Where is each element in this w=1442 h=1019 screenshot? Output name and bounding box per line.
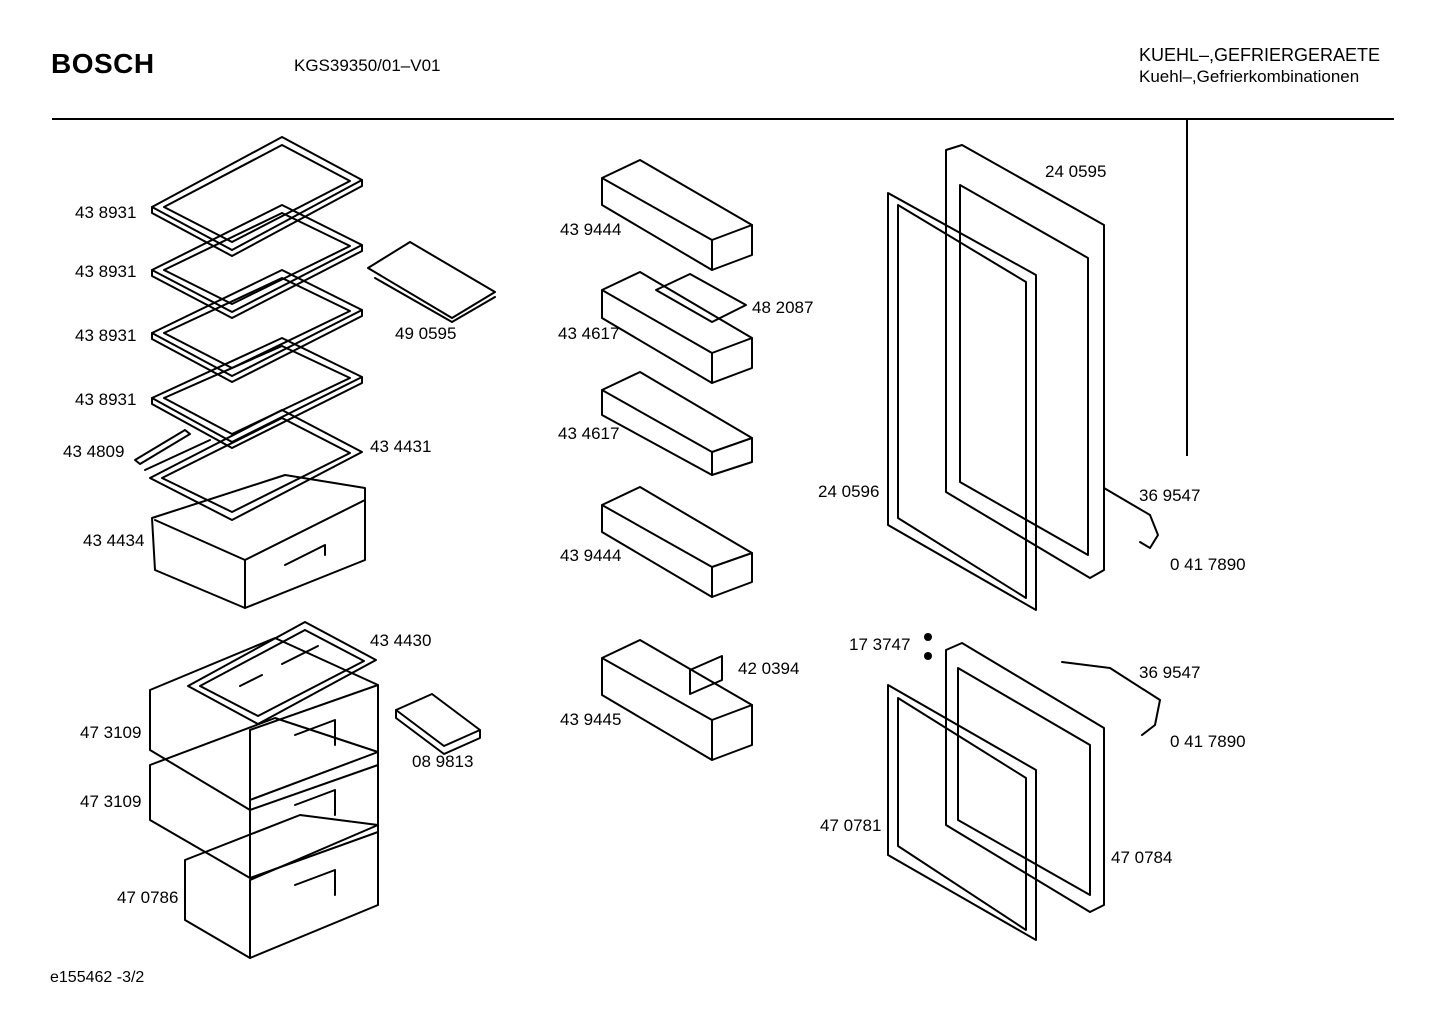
part-number-shelf: 43 8931 <box>75 262 137 281</box>
part-number-shelf: 43 8931 <box>75 326 137 345</box>
egg-tray <box>655 273 747 323</box>
part-number-handle-screw: 0 41 7890 <box>1170 555 1246 574</box>
lower-gasket <box>887 684 1037 941</box>
lower-door <box>945 642 1105 913</box>
shelf-1 <box>151 136 363 257</box>
part-number-shelf: 43 8931 <box>75 390 137 409</box>
part-number-upper-gasket: 24 0596 <box>818 482 880 501</box>
ice-tray <box>395 693 481 755</box>
part-number-drawer: 47 3109 <box>80 792 142 811</box>
shelf-2 <box>151 204 363 319</box>
part-number-door-shelf: 43 4617 <box>558 424 620 443</box>
part-number-egg-tray: 48 2087 <box>752 298 814 317</box>
part-number-lower-door: 47 0784 <box>1111 848 1173 867</box>
upper-handle <box>1103 487 1159 549</box>
category-title: KUEHL–,GEFRIERGERAETE <box>1139 45 1381 65</box>
lower-handle <box>1061 661 1161 736</box>
small-tray <box>367 241 496 323</box>
part-number-lower-gasket: 47 0781 <box>820 816 882 835</box>
part-number-handle-screw: 0 41 7890 <box>1170 732 1246 751</box>
part-number-drawer: 47 0786 <box>117 888 179 907</box>
hinge-screws <box>924 633 932 660</box>
shelf-4 <box>151 337 363 449</box>
door-shelf-4 <box>601 486 753 598</box>
drawer-3 <box>184 814 379 959</box>
part-number-door-shelf: 43 9444 <box>560 220 622 239</box>
part-number-glass-cover: 43 4431 <box>370 437 432 456</box>
drawing-id: e155462 -3/2 <box>50 969 145 986</box>
part-number-shelf: 43 8931 <box>75 203 137 222</box>
part-number-divider: 42 0394 <box>738 659 800 678</box>
drawer-2 <box>149 717 379 879</box>
part-number-door-shelf: 43 4617 <box>558 324 620 343</box>
shelf-3 <box>151 269 363 383</box>
category-subtitle: Kuehl–,Gefrierkombinationen <box>1139 67 1360 86</box>
part-number-handle: 36 9547 <box>1139 486 1201 505</box>
part-number-hinge-screw: 17 3747 <box>849 635 911 654</box>
door-shelf-2 <box>601 271 753 384</box>
part-number-drawer: 47 3109 <box>80 723 142 742</box>
part-number-handle: 36 9547 <box>1139 663 1201 682</box>
divider <box>689 655 723 695</box>
door-shelf-5 <box>601 639 753 761</box>
part-number-door-shelf: 43 9444 <box>560 546 622 565</box>
header-rule <box>52 118 1394 120</box>
crisper <box>151 474 366 609</box>
rail <box>134 429 211 471</box>
part-number-ice-tray: 08 9813 <box>412 752 474 771</box>
part-number-rail: 43 4809 <box>63 442 125 461</box>
door-shelf-1 <box>601 159 753 271</box>
drawer-1 <box>149 637 379 811</box>
part-number-small-tray: 49 0595 <box>395 324 457 343</box>
part-number-crisper: 43 4434 <box>83 531 145 550</box>
part-number-upper-door: 24 0595 <box>1045 162 1107 181</box>
upper-door <box>945 144 1105 579</box>
brand-logo: BOSCH <box>51 48 155 79</box>
part-number-tray-lid: 43 4430 <box>370 631 432 650</box>
model-number: KGS39350/01–V01 <box>294 56 441 75</box>
tray-lid <box>187 621 377 725</box>
part-number-door-shelf: 43 9445 <box>560 710 622 729</box>
door-shelf-3 <box>601 371 753 476</box>
glass-cover <box>149 409 363 521</box>
section-divider <box>1186 120 1188 456</box>
upper-gasket <box>887 192 1037 611</box>
